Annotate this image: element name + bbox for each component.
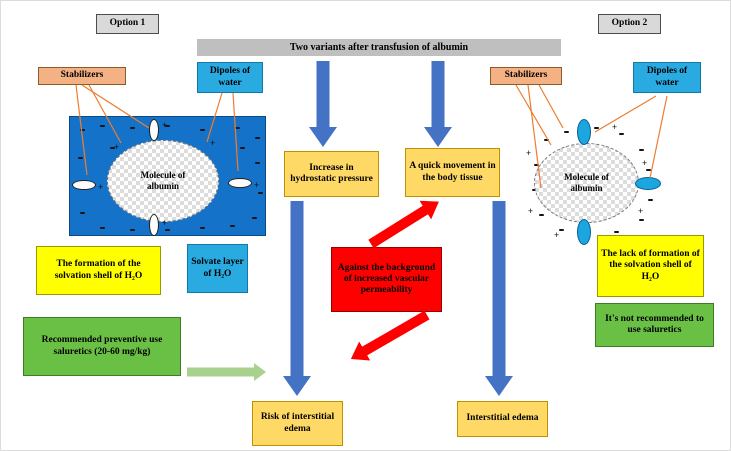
plus-sign: + [254, 180, 260, 190]
plus-sign: + [638, 206, 644, 216]
option-1-label: Option 1 [96, 14, 159, 34]
saluretics-recommendation: Recommended preventive use saluretics (2… [23, 317, 181, 376]
albumin-molecule-left-label: Molecule of albumin [140, 169, 186, 191]
free-water-dipole-top [577, 119, 591, 145]
free-water-dipole-right [635, 177, 661, 190]
water-molecule-dashes [544, 139, 549, 141]
plus-sign: + [210, 138, 216, 148]
option-2-label: Option 2 [598, 14, 661, 34]
free-water-dipole-bottom [577, 219, 591, 245]
stabilizers-label-left: Stabilizers [38, 67, 126, 85]
plus-sign: + [612, 122, 618, 132]
albumin-illustration-left: Molecule of albumin + + + + + + [69, 116, 266, 236]
water-molecule-dashes [80, 129, 85, 131]
water-dipole-bottom [149, 214, 159, 236]
vascular-permeability-box: Against the background of increased vasc… [331, 247, 442, 312]
water-dipole-top [149, 119, 159, 141]
solvate-layer-label: Solvate layer of H₂O [187, 244, 248, 293]
no-saluretics-recommendation: It's not recommended to use saluretics [595, 303, 714, 347]
dipoles-of-water-label-left: Dipoles of water [197, 62, 263, 93]
water-dipole-right [228, 178, 252, 188]
stabilizers-label-right: Stabilizers [490, 67, 562, 85]
water-dipole-left [72, 180, 96, 190]
plus-sign: + [526, 148, 532, 158]
solvation-shell-note-left: The formation of the solvation shell of … [36, 246, 161, 295]
plus-sign: + [554, 230, 560, 240]
title-banner: Two variants after transfusion of albumi… [197, 39, 561, 56]
risk-edema-box: Risk of interstitial edema [252, 401, 343, 446]
hydrostatic-pressure-box: Increase in hydrostatic pressure [284, 151, 379, 197]
albumin-molecule-right-label: Molecule of albumin [564, 171, 609, 193]
interstitial-edema-box: Interstitial edema [457, 401, 548, 437]
albumin-molecule-right: Molecule of albumin [534, 143, 639, 223]
plus-sign: + [642, 158, 648, 168]
red-arrow-up-right [368, 200, 439, 249]
albumin-illustration-right: Molecule of albumin + + + + + + [524, 119, 664, 249]
red-arrow-down-left [350, 310, 430, 361]
plus-sign: + [162, 218, 168, 228]
plus-sign: + [162, 120, 168, 130]
plus-sign: + [114, 142, 120, 152]
dipoles-of-water-label-right: Dipoles of water [633, 62, 701, 93]
no-solvation-shell-note: The lack of formation of the solvation s… [597, 235, 704, 297]
albumin-molecule-left: Molecule of albumin [107, 140, 219, 222]
plus-sign: + [528, 206, 534, 216]
plus-sign: + [98, 182, 104, 192]
quick-movement-box: A quick movement in the body tissue [405, 148, 500, 197]
